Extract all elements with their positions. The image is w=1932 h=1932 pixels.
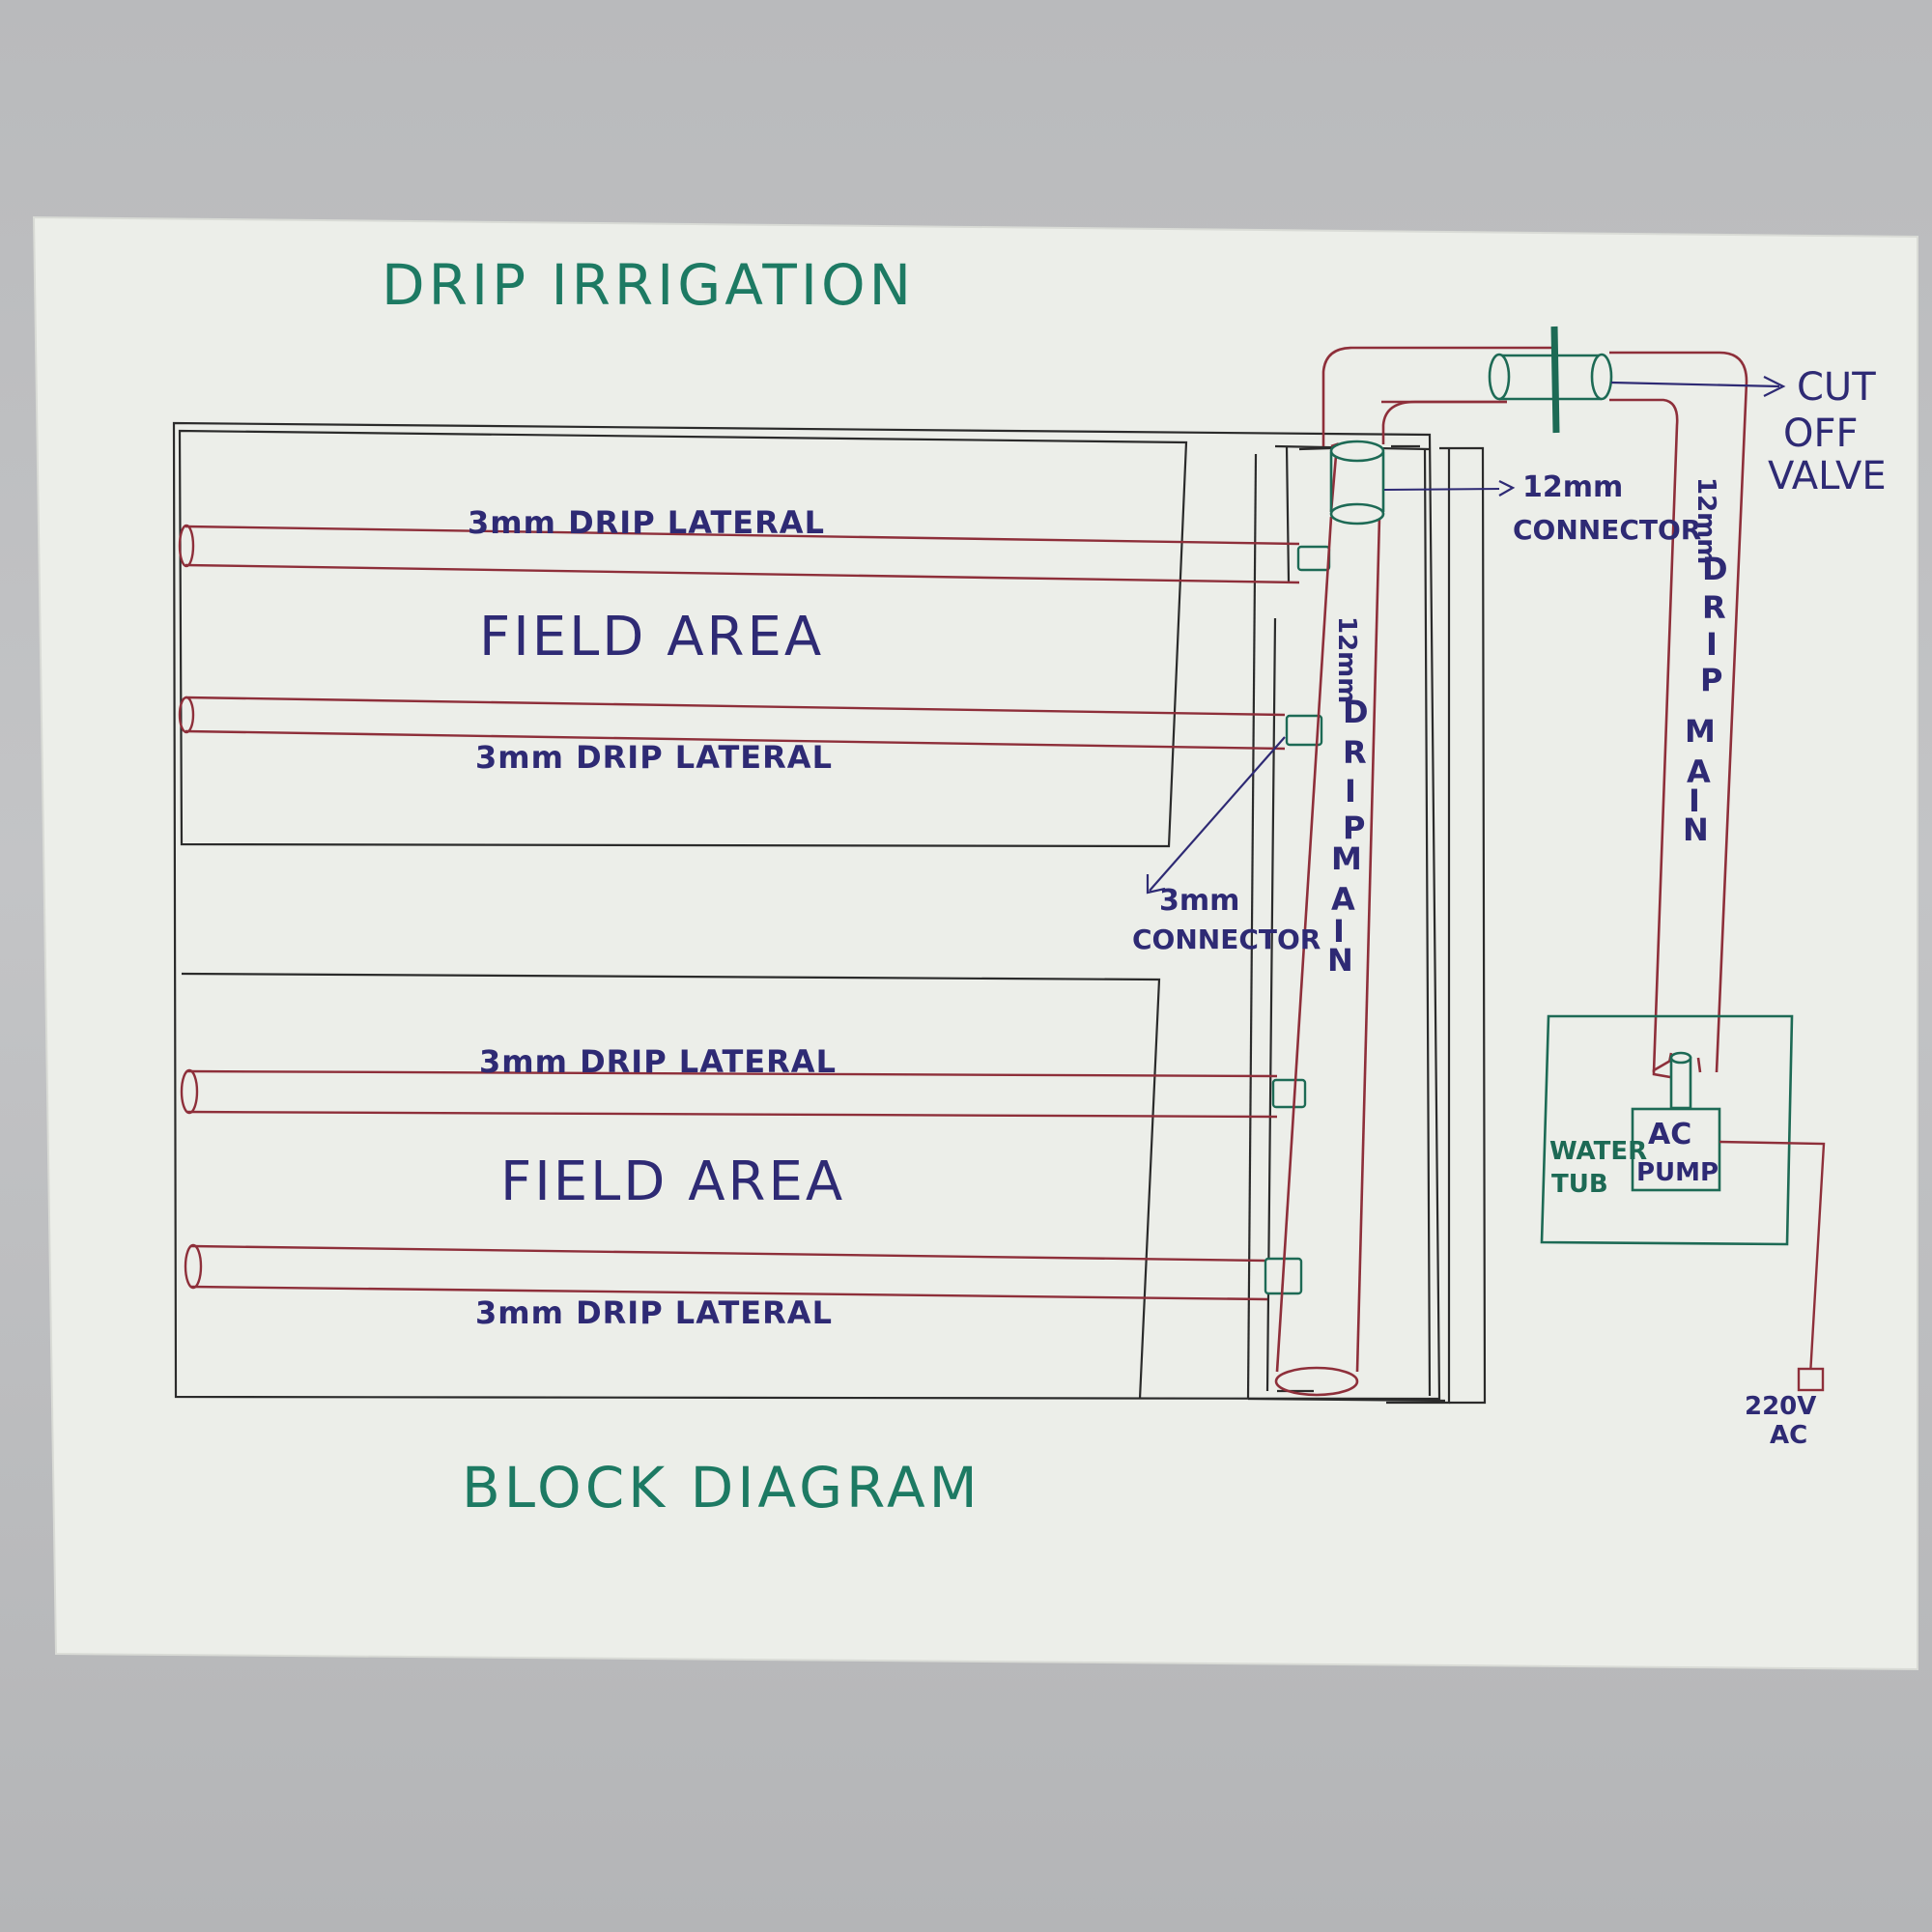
lateral-label-1: 3mm DRIP LATERAL — [468, 504, 825, 541]
connector-12mm-fitting — [1329, 440, 1516, 526]
lateral-label-2: 3mm DRIP LATERAL — [475, 739, 833, 776]
drip-main-left-pipe — [1274, 346, 1551, 1397]
connector-3mm-2 — [1285, 714, 1323, 747]
connector-3mm-label-line1: 3mm — [1159, 884, 1239, 918]
drip-main-right-char: M — [1685, 713, 1716, 750]
drip-main-left-char: I — [1333, 913, 1345, 950]
drip-main-right-label: 12mm D R I P M A I N — [1683, 477, 1728, 848]
ac-pump — [1631, 1051, 1721, 1192]
water-tub-label-line2: TUB — [1551, 1170, 1608, 1199]
drip-main-right-char: D — [1702, 551, 1728, 587]
drip-main-right-char: N — [1683, 811, 1709, 848]
drip-main-left-char: I — [1345, 773, 1356, 810]
cut-off-arrow — [1610, 376, 1786, 397]
cut-off-label-line2: OFF — [1783, 412, 1859, 456]
cut-off-label-line3: VALVE — [1768, 454, 1887, 498]
drip-main-left-char: P — [1343, 810, 1365, 846]
power-plug — [1797, 1367, 1825, 1392]
connector-3mm-3 — [1271, 1078, 1307, 1109]
water-tub-label-line1: WATER — [1549, 1137, 1647, 1166]
diagram-title: DRIP IRRIGATION — [382, 252, 915, 318]
field-area-label-1: FIELD AREA — [479, 606, 824, 668]
power-label-line1: 220V — [1745, 1392, 1816, 1421]
drip-main-right-char: A — [1687, 753, 1711, 790]
lateral-pipe-2 — [178, 696, 1286, 751]
connector-12mm-label-line1: 12mm — [1522, 470, 1623, 504]
drip-main-right-char: I — [1706, 626, 1718, 663]
lateral-pipe-4 — [184, 1243, 1268, 1301]
drip-main-left-char: M — [1331, 840, 1362, 877]
paper-sheet — [32, 215, 1918, 1671]
lateral-label-4: 3mm DRIP LATERAL — [475, 1294, 833, 1331]
drip-main-left-char: A — [1331, 881, 1355, 918]
drip-main-left-char: R — [1343, 734, 1367, 771]
drip-main-right-char: P — [1700, 662, 1722, 698]
pump-label-line1: AC — [1648, 1118, 1691, 1151]
drip-laterals — [178, 524, 1300, 1301]
connector-3mm-arrow — [1146, 736, 1286, 895]
cut-off-label-line1: CUT — [1797, 365, 1876, 410]
water-tub — [1540, 1014, 1794, 1246]
lateral-pipe-1 — [178, 524, 1300, 584]
drip-main-right-char: I — [1689, 782, 1700, 819]
connector-12mm-label-line2: CONNECTOR — [1513, 514, 1701, 546]
drip-main-left-label: 12mm D R I P M A I N — [1327, 616, 1369, 979]
drip-main-right-size: 12mm — [1691, 477, 1720, 564]
pump-label-line2: PUMP — [1636, 1158, 1719, 1187]
drip-main-left-size: 12mm — [1332, 616, 1361, 703]
drip-main-left-char: D — [1343, 694, 1369, 730]
connector-3mm-label-line2: CONNECTOR — [1132, 923, 1321, 955]
field-outlines — [172, 421, 1487, 1405]
diagram-caption: BLOCK DIAGRAM — [462, 1455, 981, 1520]
field-area-label-2: FIELD AREA — [500, 1151, 845, 1213]
lateral-pipe-3 — [180, 1068, 1278, 1119]
power-label-line2: AC — [1770, 1421, 1807, 1450]
drip-main-right-char: R — [1702, 589, 1726, 626]
cut-off-valve — [1488, 326, 1613, 434]
drip-main-left-char: N — [1327, 942, 1353, 979]
power-cable — [1719, 1140, 1826, 1377]
lateral-label-3: 3mm DRIP LATERAL — [479, 1043, 837, 1080]
connector-3mm-1 — [1296, 545, 1331, 572]
